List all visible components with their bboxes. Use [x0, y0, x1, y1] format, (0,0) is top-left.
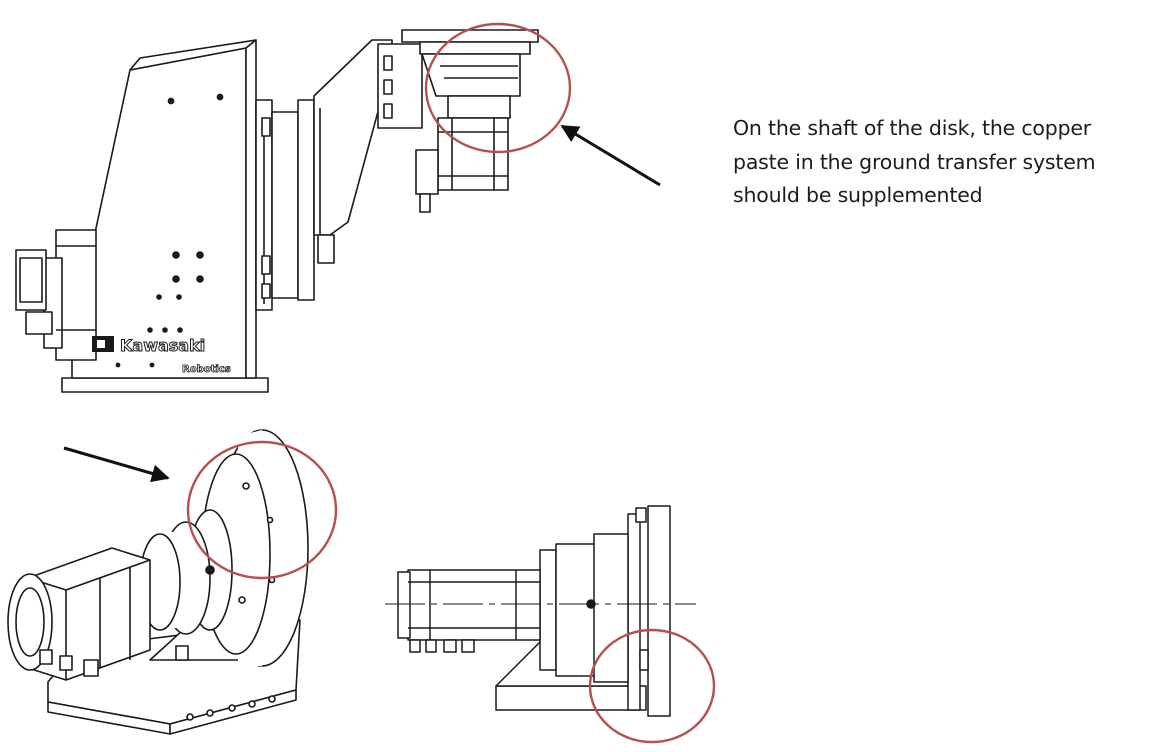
arrow-to-disk — [63, 446, 170, 483]
logo-sub: Robotics — [182, 364, 231, 375]
highlight-circle-disk — [186, 440, 338, 580]
motor-unit-isometric — [7, 429, 309, 735]
annotation-line-3: should be supplemented — [733, 183, 983, 207]
arrow-to-turntable — [560, 124, 661, 187]
motor-unit-side-view — [397, 505, 671, 717]
highlight-circle-side — [588, 628, 716, 744]
annotation-line-2: paste in the ground transfer system — [733, 149, 1096, 174]
positioner-drawing — [15, 29, 539, 393]
annotation-text: On the shaft of the disk, the copper pas… — [733, 112, 1163, 213]
annotation-line-1: On the shaft of the disk, the copper — [733, 116, 1092, 140]
highlight-circle-turntable — [424, 22, 572, 154]
logo-brand: Kawasaki — [120, 336, 205, 355]
